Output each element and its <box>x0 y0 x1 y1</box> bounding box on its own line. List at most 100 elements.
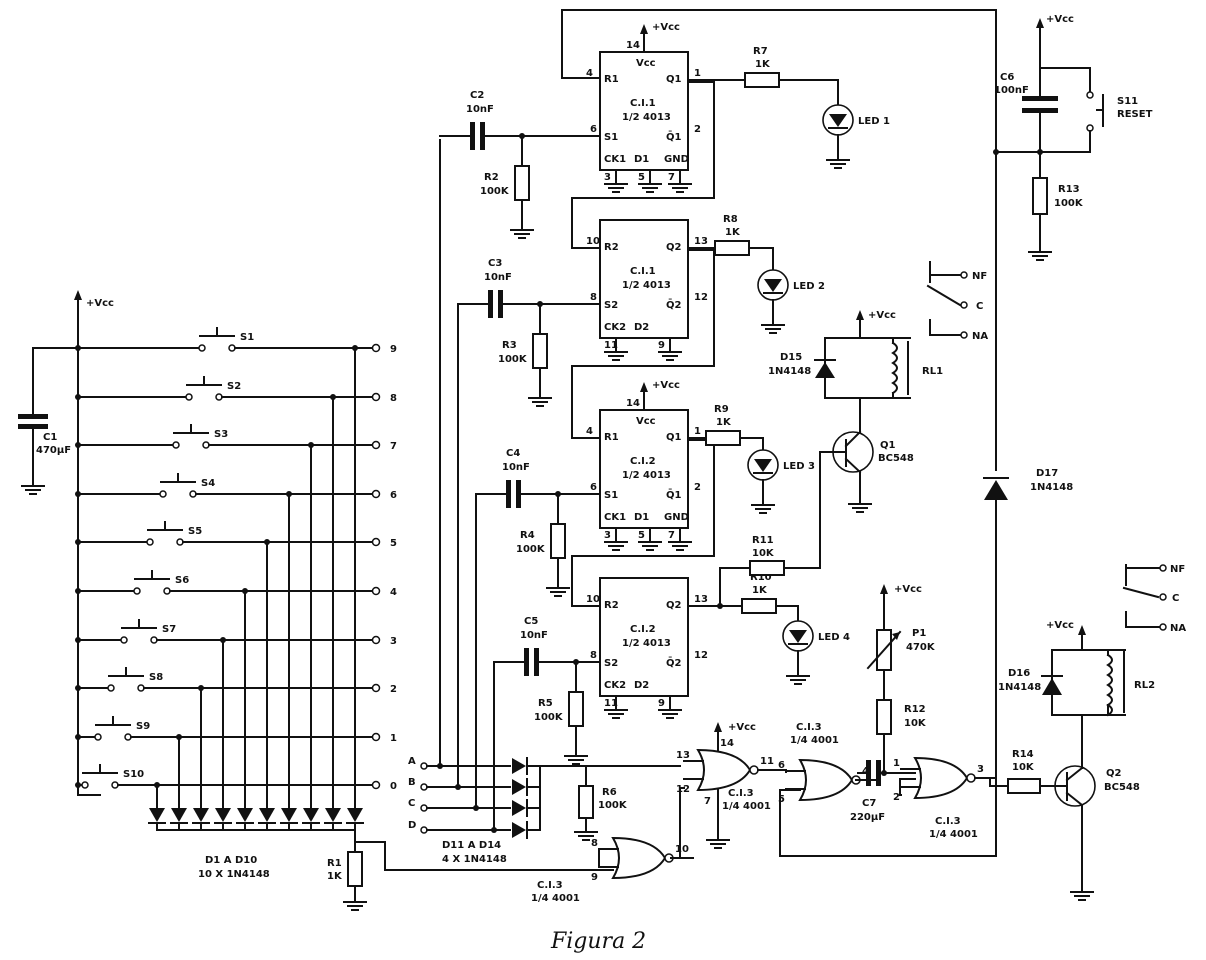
svg-text:9: 9 <box>658 698 665 709</box>
diode-d8 <box>192 808 210 831</box>
svg-text:4: 4 <box>586 68 593 79</box>
ff-title: C.I.1 <box>630 98 656 109</box>
svg-text:13: 13 <box>676 750 690 761</box>
svg-text:7: 7 <box>704 796 711 807</box>
cap-name-2: C2 <box>470 90 484 101</box>
diode-d5 <box>258 808 276 831</box>
c1-name: C1 <box>43 432 57 443</box>
led-res-value-8: 1K <box>725 227 741 238</box>
c6-name: C6 <box>1000 72 1014 83</box>
gate-subtitle-2: 1/4 4001 <box>790 735 839 746</box>
r1-value: 1K <box>327 871 343 882</box>
svg-text:10: 10 <box>675 844 689 855</box>
ff-pin-r: R1 <box>604 74 619 85</box>
svg-text:11: 11 <box>760 756 774 767</box>
cap-value-5: 10nF <box>520 630 548 641</box>
res-name-4: R4 <box>520 530 535 541</box>
res-value-5: 100K <box>534 712 564 723</box>
terminal-1: 1 <box>390 733 397 744</box>
r11-value: 10K <box>752 548 775 559</box>
ff-subtitle: 1/2 4013 <box>622 638 671 649</box>
vcc-label-reset: +Vcc <box>1046 14 1074 25</box>
diode-d2 <box>324 808 342 831</box>
cap-value-4: 10nF <box>502 462 530 473</box>
ff-pin-s: S2 <box>604 300 618 311</box>
timing-network: +Vcc P1 470K R12 10K C7 220μF <box>850 584 936 823</box>
r1-resistor: R1 1K <box>327 829 614 911</box>
terminal-5: 5 <box>390 538 397 549</box>
switch-label-s4: S4 <box>201 478 215 489</box>
r13-value: 100K <box>1054 198 1084 209</box>
gate-subtitle-4: 1/4 4001 <box>531 893 580 904</box>
diode-d4 <box>280 808 298 831</box>
diode-d7 <box>214 808 232 831</box>
vcc-label-rl1: +Vcc <box>868 310 896 321</box>
input-b: B <box>408 777 541 796</box>
cap-name-3: C3 <box>488 258 502 269</box>
svg-text:14: 14 <box>626 398 640 409</box>
gate-subtitle-3: 1/4 4001 <box>929 829 978 840</box>
switch-label-s5: S5 <box>188 526 202 537</box>
svg-text:8: 8 <box>591 838 598 849</box>
ff-subtitle: 1/2 4013 <box>622 280 671 291</box>
svg-text:6: 6 <box>778 760 785 771</box>
r14-name: R14 <box>1012 749 1034 760</box>
switch-label-s7: S7 <box>162 624 176 635</box>
svg-text:14: 14 <box>626 40 640 51</box>
c7-name: C7 <box>862 798 876 809</box>
svg-text:D1: D1 <box>634 512 649 523</box>
svg-text:Q2: Q2 <box>666 600 682 611</box>
s11-label: RESET <box>1117 109 1153 120</box>
vcc-label-left: +Vcc <box>86 298 114 309</box>
svg-text:Q̄2: Q̄2 <box>666 298 682 311</box>
svg-text:+Vcc: +Vcc <box>652 22 680 33</box>
svg-text:8: 8 <box>590 650 597 661</box>
led-label-4: LED 4 <box>818 632 850 643</box>
diode-d1 <box>346 808 364 831</box>
q2-value: BC548 <box>1104 782 1140 793</box>
cap-value-3: 10nF <box>484 272 512 283</box>
c1-capacitor: C1 470μF <box>18 347 79 495</box>
p1-name: P1 <box>912 628 926 639</box>
terminal-8: 8 <box>390 393 397 404</box>
led-label-3: LED 3 <box>783 461 815 472</box>
svg-text:6: 6 <box>590 482 597 493</box>
input-label-b: B <box>408 777 416 788</box>
terminal-9: 9 <box>390 344 397 355</box>
svg-text:Vcc: Vcc <box>636 416 656 427</box>
svg-text:3: 3 <box>604 172 611 183</box>
d1-d10-label: D1 A D10 <box>205 855 257 866</box>
switch-row-s9: S91 <box>75 716 397 809</box>
svg-text:3: 3 <box>604 530 611 541</box>
ff-pin-r: R1 <box>604 432 619 443</box>
d15-name: D15 <box>780 352 802 363</box>
r14-value: 10K <box>1012 762 1035 773</box>
led-res-value-7: 1K <box>755 59 771 70</box>
svg-text:5: 5 <box>638 530 645 541</box>
figure-caption: Figura 2 <box>550 929 646 954</box>
svg-text:4: 4 <box>862 766 869 777</box>
r6-resistor: R6 100K <box>539 765 681 841</box>
svg-text:CK1: CK1 <box>604 154 626 165</box>
rl2-c: C <box>1172 593 1179 604</box>
vcc-label-rl2: +Vcc <box>1046 620 1074 631</box>
switch-row-s3: S37 <box>75 424 397 809</box>
svg-text:9: 9 <box>658 340 665 351</box>
rl1-name: RL1 <box>922 366 943 377</box>
svg-text:2: 2 <box>694 124 701 135</box>
svg-text:Q̄1: Q̄1 <box>666 488 682 501</box>
ff-pin-s: S1 <box>604 490 618 501</box>
switch-row-s7: S73 <box>75 619 397 809</box>
svg-text:10: 10 <box>586 594 600 605</box>
switch-row-s6: S64 <box>75 570 397 809</box>
svg-text:12: 12 <box>694 292 708 303</box>
diode-row-d1-d10 <box>77 794 364 831</box>
